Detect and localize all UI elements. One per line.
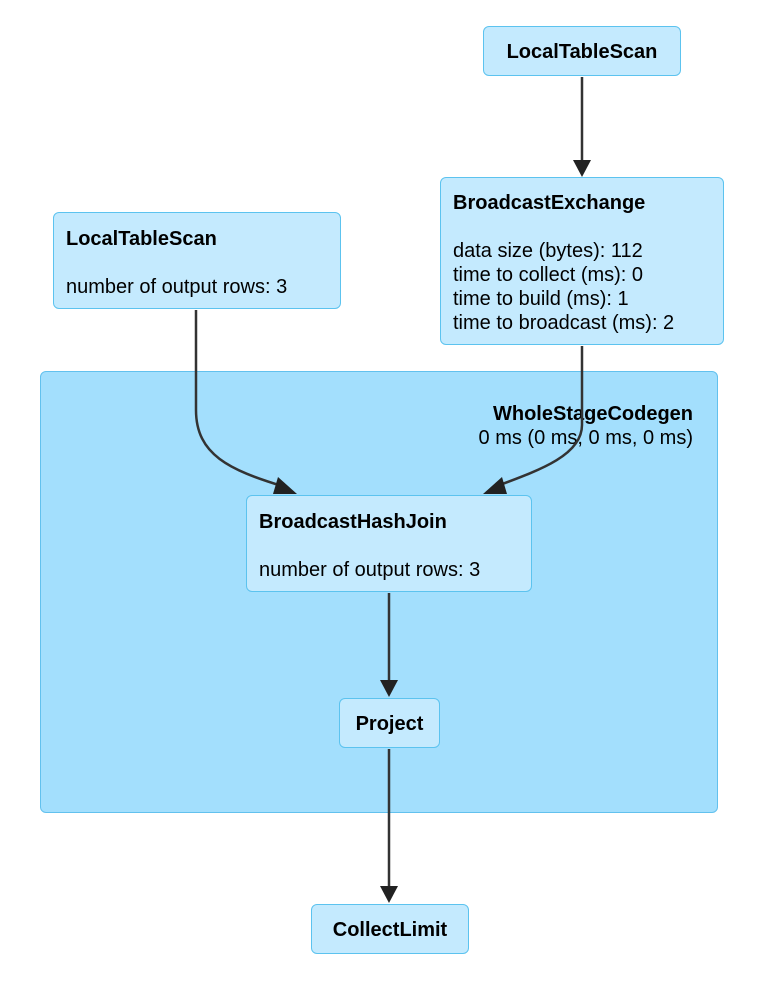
node-title: Project (355, 713, 424, 735)
node-title: BroadcastHashJoin (259, 511, 447, 533)
metric-data-size: data size (bytes): 112 (453, 240, 643, 262)
node-title: LocalTableScan (66, 228, 217, 250)
metric-time-to-build: time to build (ms): 1 (453, 288, 629, 310)
node-collect-limit[interactable]: CollectLimit (311, 904, 469, 954)
node-broadcast-exchange[interactable]: BroadcastExchange data size (bytes): 112… (440, 177, 724, 345)
metric-output-rows: number of output rows: 3 (66, 276, 288, 298)
node-project[interactable]: Project (339, 698, 440, 748)
metric-time-to-broadcast: time to broadcast (ms): 2 (453, 312, 675, 334)
node-broadcast-hash-join[interactable]: BroadcastHashJoin number of output rows:… (246, 495, 532, 592)
node-title: LocalTableScan (506, 41, 658, 63)
node-title: BroadcastExchange (453, 192, 646, 214)
cluster-title: WholeStageCodegen (492, 403, 693, 425)
cluster-timing: 0 ms (0 ms, 0 ms, 0 ms) (478, 427, 693, 449)
node-title: CollectLimit (332, 919, 448, 941)
arrowhead (380, 886, 398, 903)
arrowhead (573, 160, 591, 177)
metric-time-to-collect: time to collect (ms): 0 (453, 264, 644, 286)
node-local-table-scan-left[interactable]: LocalTableScan number of output rows: 3 (53, 212, 341, 309)
metric-output-rows: number of output rows: 3 (259, 559, 481, 581)
node-local-table-scan-top[interactable]: LocalTableScan (483, 26, 681, 76)
